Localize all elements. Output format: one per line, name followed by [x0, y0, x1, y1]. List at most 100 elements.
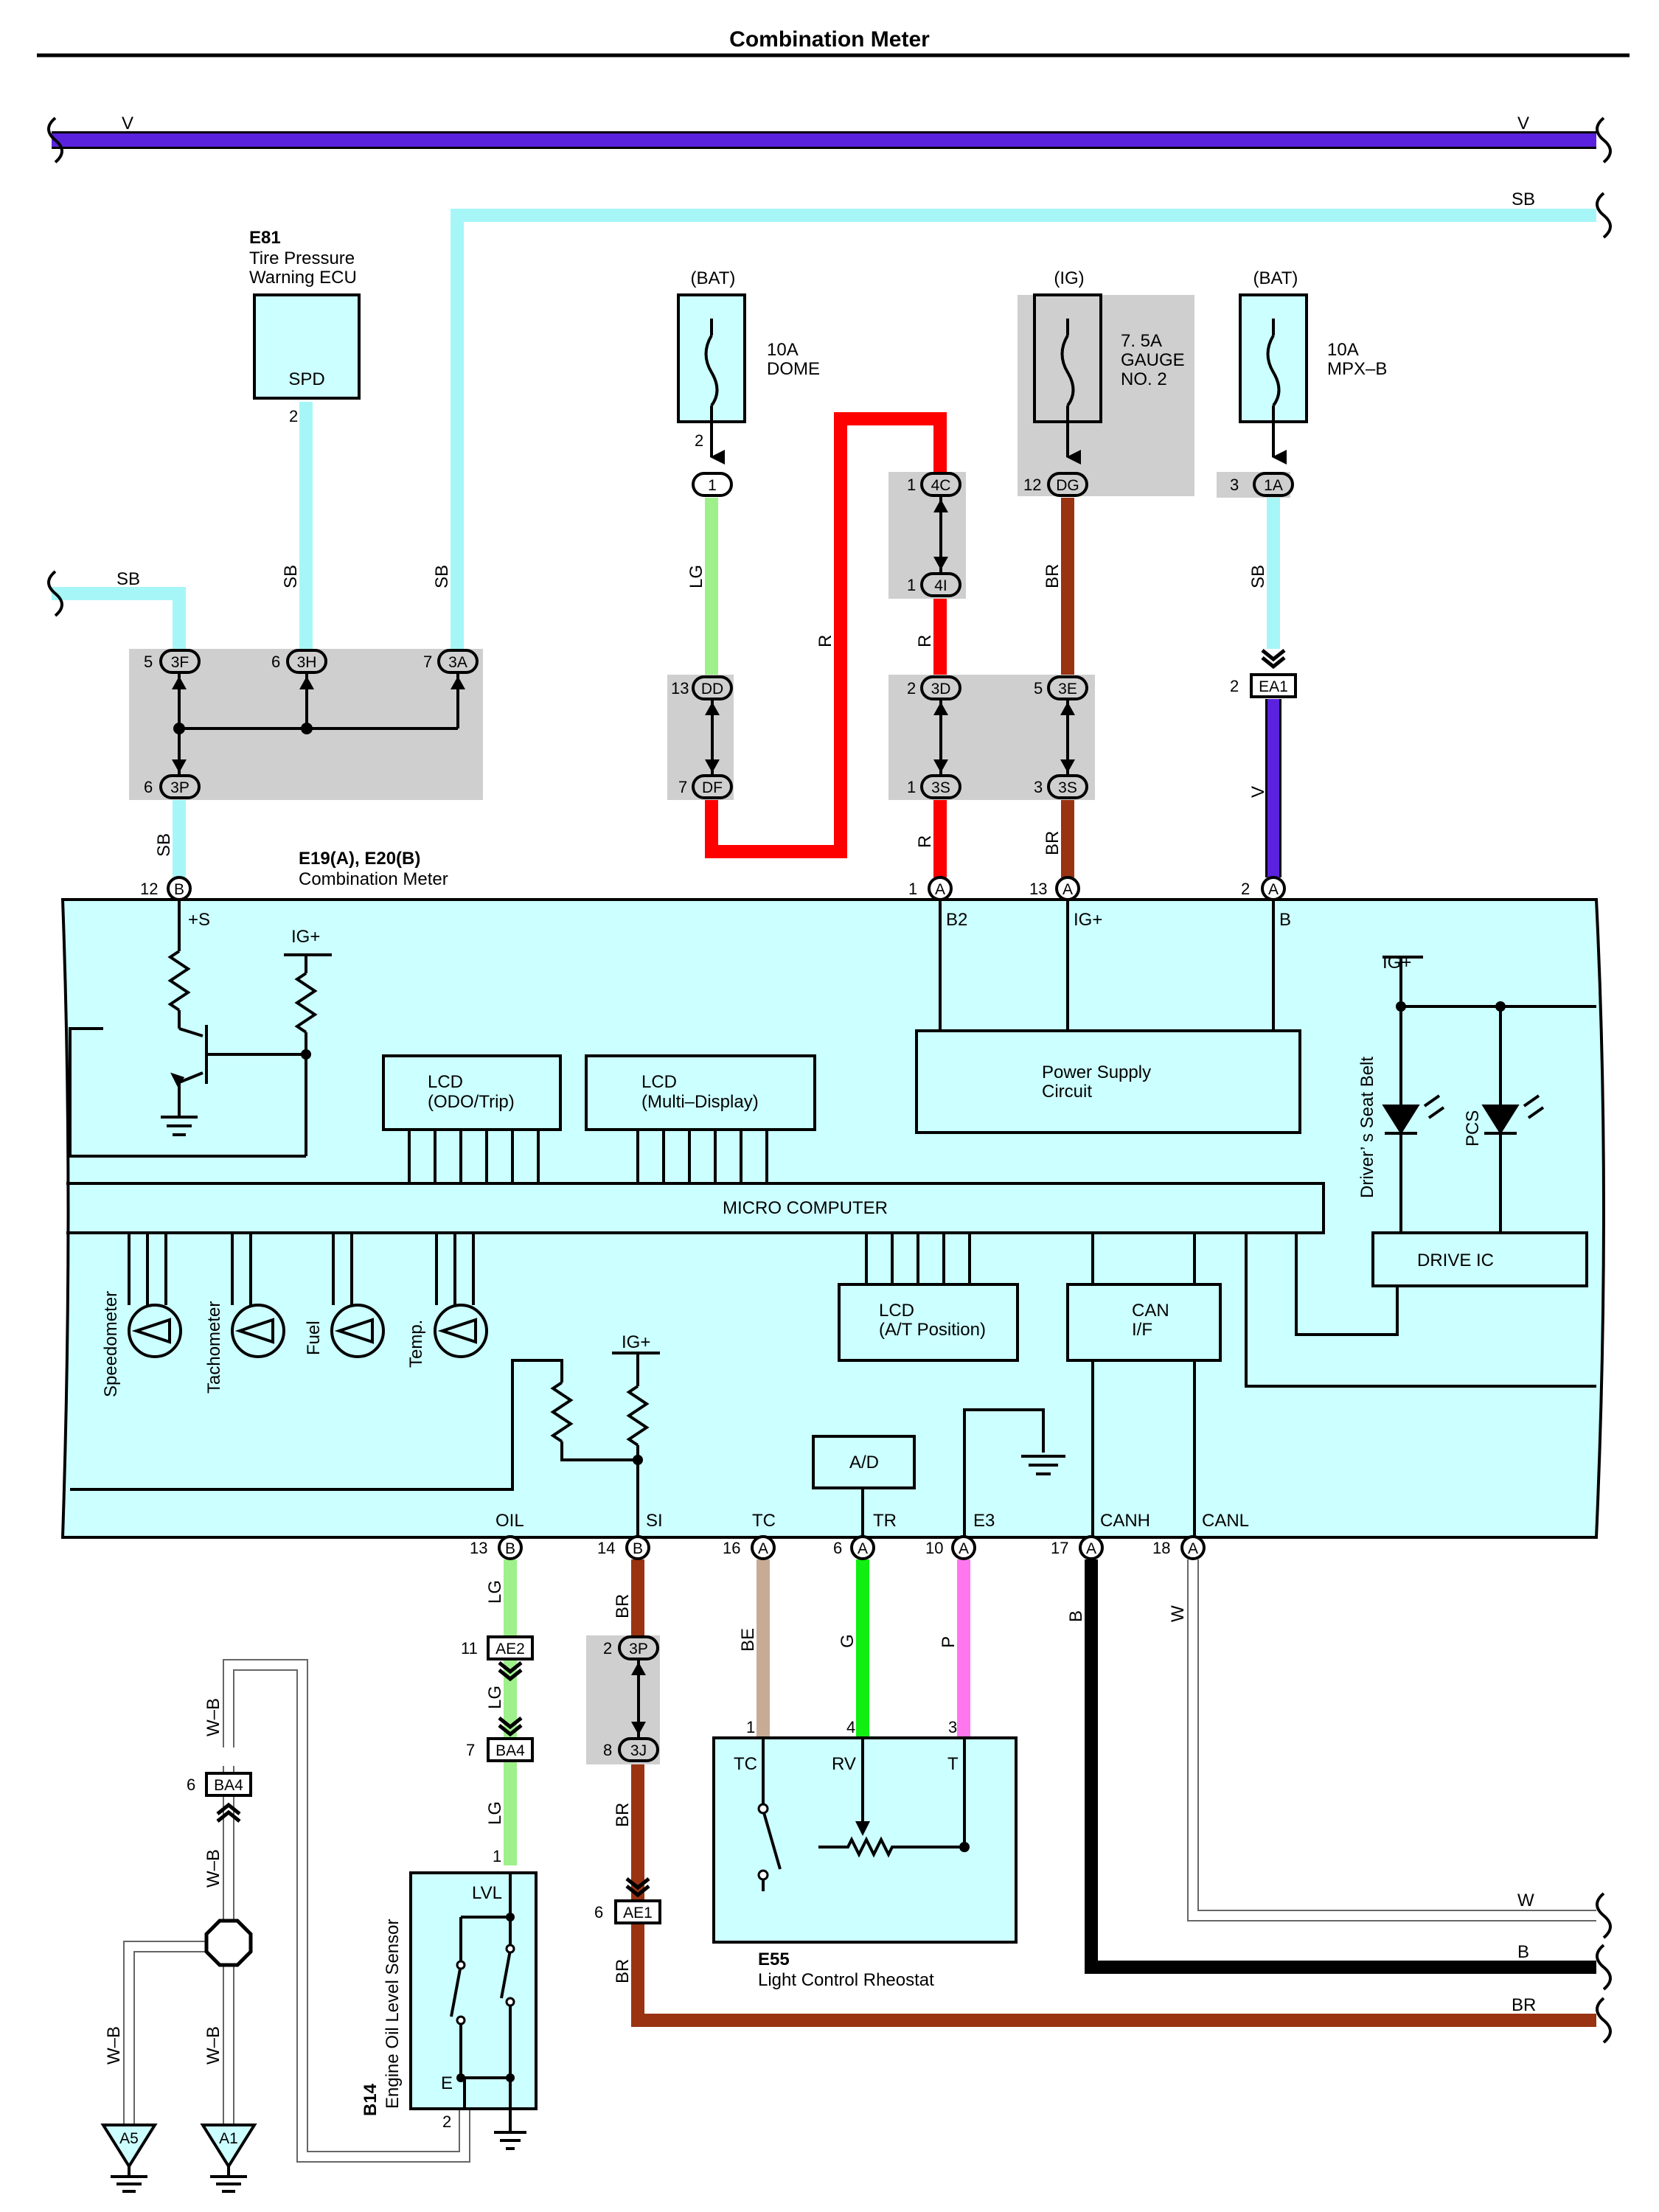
junction-dots [173, 723, 313, 734]
connector-label: 1A [1264, 477, 1283, 494]
e55-terminal: RV [832, 1754, 856, 1774]
connector-pin: 11 [461, 1639, 478, 1658]
ground-points: A5 A1 [100, 2124, 257, 2193]
led-icons [1382, 1094, 1545, 1135]
ground-splice-icon [204, 1919, 253, 1967]
meter-bottom-pins: B 13 B 14 A 16 A 6 A 10 A 17 A 18 [470, 1535, 1206, 1560]
pin-number: 10 [925, 1539, 943, 1557]
pin-number: 2 [1241, 880, 1250, 898]
wire-label: R [815, 635, 835, 647]
pin-connector: B [633, 1540, 643, 1557]
terminal-label: TC [752, 1511, 776, 1531]
lcd-multi-line2: (Multi–Display) [641, 1092, 759, 1112]
wire-label: G [838, 1634, 858, 1648]
e81-tire-pressure-ecu: E81 Tire Pressure Warning ECU SPD 2 [249, 228, 361, 425]
drive-ic-label: DRIVE IC [1417, 1251, 1494, 1270]
seat-belt-label: Driver’ s Seat Belt [1357, 1057, 1377, 1198]
junction-pin: 1 [907, 778, 916, 796]
pin-connector: A [758, 1540, 768, 1557]
pin-number: 16 [723, 1539, 740, 1557]
wire-label: SB [1512, 189, 1535, 209]
junction-name: 3P [629, 1641, 648, 1658]
lcd-odo-line1: LCD [428, 1072, 463, 1092]
wire-label: R [915, 835, 935, 848]
e55-code: E55 [758, 1950, 790, 1969]
junction-pin: 7 [678, 778, 687, 796]
wire-label: P [939, 1636, 959, 1648]
connector-pin: 7 [466, 1741, 475, 1759]
junction-name: DF [702, 779, 723, 796]
ground-label: A5 [119, 2130, 139, 2147]
junction-pin: 2 [907, 679, 916, 698]
pin-number: 18 [1152, 1539, 1170, 1557]
wire-label: W–B [204, 1698, 223, 1736]
wire-label: W–B [104, 2026, 124, 2065]
junction-pin: 5 [1034, 679, 1043, 698]
pin-connector: A [1086, 1540, 1096, 1557]
e55-light-control-rheostat: 1 4 3 TC RV T E55 Light Control Rheostat [712, 1718, 1018, 1990]
e55-pin: 3 [948, 1718, 957, 1736]
pin-number: 12 [140, 880, 158, 898]
wire-label: W–B [204, 2026, 223, 2065]
fuse-rating: 10A [1327, 340, 1359, 360]
fuse-name: GAUGE [1121, 350, 1185, 370]
pin-connector: A [1062, 881, 1073, 898]
wire-label: SB [281, 565, 301, 588]
e81-code: E81 [249, 228, 281, 248]
connector-label: BA4 [214, 1777, 243, 1794]
fuse-rating: 7. 5A [1121, 331, 1162, 351]
pin-number: 13 [470, 1539, 487, 1557]
gauge-label: Temp. [406, 1320, 426, 1368]
wire-label: LG [485, 1580, 505, 1604]
wire-label: V [122, 114, 133, 133]
fuse-number: NO. 2 [1121, 369, 1167, 389]
lcd-at-line2: (A/T Position) [879, 1320, 986, 1340]
junction-pin: 7 [423, 653, 432, 671]
b14-terminal: E [441, 2073, 453, 2093]
wire-label: SB [154, 833, 174, 857]
ground-label: A1 [219, 2130, 238, 2147]
junction-pin: 6 [271, 653, 280, 671]
wire-label: R [915, 635, 935, 647]
power-supply-line2: Circuit [1042, 1082, 1092, 1102]
junction-arrows [172, 499, 1075, 1735]
wire-label: BR [613, 1594, 633, 1618]
wires [52, 131, 1596, 2163]
pin-connector: B [174, 881, 184, 898]
pin-number: 13 [1029, 880, 1047, 898]
junction-pin: 3 [1034, 778, 1043, 796]
wire-label: V [1517, 114, 1529, 133]
fuse-source: (BAT) [691, 268, 736, 288]
wire-label: BR [1043, 831, 1062, 855]
gauge-label: Tachometer [204, 1301, 224, 1394]
meter-top-pins: E19(A), E20(B) Combination Meter B 12 A … [140, 849, 1286, 901]
junction-pin: 1 [907, 476, 916, 494]
fuse-mpx-b: (BAT) 10A MPX–B 3 [1230, 268, 1387, 494]
meter-internal-lines [66, 900, 1596, 1537]
meter-title: E19(A), E20(B) [299, 849, 420, 869]
wire-labels: V V SB SB SB SB SB LG R R R BR BR SB V L… [104, 114, 1536, 2065]
junction-name: 3S [1058, 779, 1077, 796]
b14-code: B14 [361, 2083, 380, 2116]
terminal-label: CANH [1100, 1511, 1150, 1531]
fuse-rating: 10A [767, 340, 799, 360]
connector-label: 1 [708, 477, 717, 494]
fuse-name: DOME [767, 359, 820, 379]
wire-label: BR [1043, 564, 1062, 588]
b14-terminal: LVL [472, 1883, 502, 1903]
connector-label: DG [1056, 477, 1079, 494]
ig-label: IG+ [291, 927, 320, 947]
pin-connector: A [858, 1540, 868, 1557]
junction-name: 3S [931, 779, 950, 796]
e81-terminal: SPD [288, 369, 324, 389]
junction-pin: 2 [603, 1639, 612, 1658]
pin-connector: A [959, 1540, 969, 1557]
pin-number: 17 [1051, 1539, 1068, 1557]
b14-pin: 2 [442, 2112, 451, 2131]
page-title: Combination Meter [729, 27, 930, 52]
connector-label: EA1 [1259, 678, 1288, 695]
terminal-label: +S [188, 910, 210, 930]
lcd-multi-line1: LCD [641, 1072, 677, 1092]
ig-label: IG+ [622, 1332, 650, 1352]
